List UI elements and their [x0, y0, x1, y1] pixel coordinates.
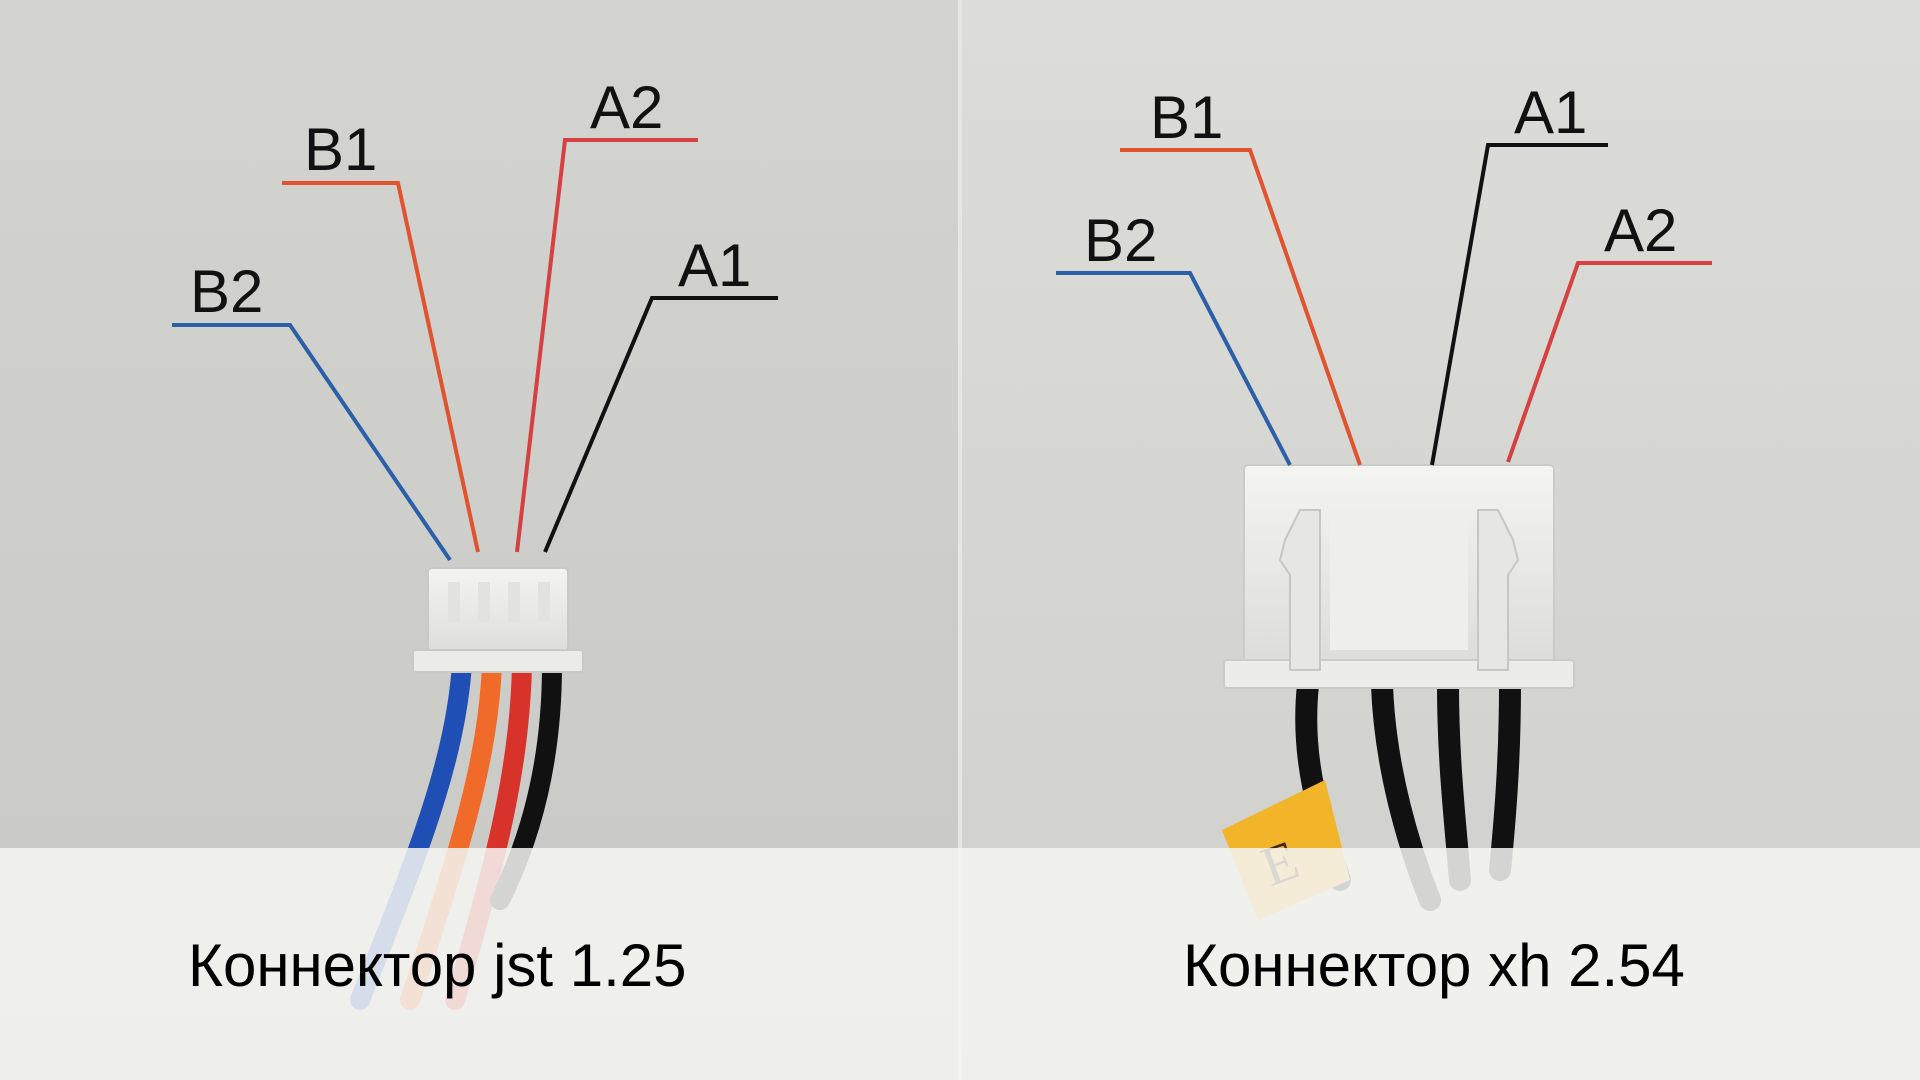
jst-callout-b1: [282, 181, 480, 553]
jst-caption: Коннектор jst 1.25: [188, 932, 687, 999]
jst-callout-a2: [515, 138, 698, 553]
jst-pin-label: B2: [190, 258, 263, 325]
xh-connector-housing-icon: [1223, 464, 1575, 689]
xh-wire-4: [1489, 674, 1521, 881]
xh-pin-label: B2: [1084, 207, 1157, 274]
jst-pin-label: B1: [304, 116, 377, 183]
xh-callouts: [1056, 143, 1712, 466]
jst-pin-label: A1: [678, 232, 751, 299]
xh-callout-b2: [1056, 271, 1292, 466]
caption-band: [0, 848, 1920, 1080]
xh-pin-label: A1: [1514, 79, 1587, 146]
xh-pin-label: B1: [1150, 84, 1223, 151]
jst-pin-label: A2: [590, 74, 663, 141]
xh-callout-a1: [1430, 143, 1608, 466]
xh-caption: Коннектор xh 2.54: [1183, 932, 1685, 999]
jst-callouts: [172, 138, 778, 562]
panel-divider: [958, 0, 962, 1080]
xh-pin-label: A2: [1604, 197, 1677, 264]
jst-connector-housing-icon: [412, 567, 584, 673]
jst-callout-b2: [172, 323, 452, 562]
jst-callout-a1: [543, 296, 778, 553]
xh-callout-a2: [1506, 261, 1712, 463]
xh-callout-b1: [1120, 148, 1362, 466]
